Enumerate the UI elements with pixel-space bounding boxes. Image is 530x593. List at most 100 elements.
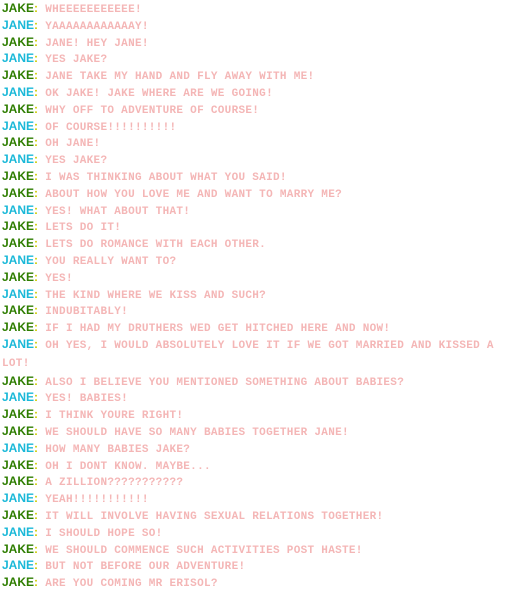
speaker-name: JAKE	[2, 541, 35, 556]
chat-line: JAKE: IF I HAD MY DRUTHERS WED GET HITCH…	[2, 319, 502, 336]
message-text: JANE! HEY JANE!	[45, 37, 149, 50]
message-text: JANE TAKE MY HAND AND FLY AWAY WITH ME!	[45, 71, 315, 84]
speaker-name: JANE	[2, 118, 35, 133]
speaker-colon: :	[34, 320, 39, 335]
message-text: HOW MANY BABIES JAKE?	[45, 443, 191, 456]
speaker-name: JANE	[2, 51, 35, 66]
message-text: ARE YOU COMING MR ERISOL?	[45, 578, 218, 591]
speaker-name: JAKE	[2, 135, 35, 150]
speaker-name: JAKE	[2, 457, 35, 472]
message-text: LETS DO IT!	[45, 222, 122, 235]
chat-line: JAKE: WE SHOULD HAVE SO MANY BABIES TOGE…	[2, 423, 502, 440]
speaker-colon: :	[34, 118, 39, 133]
speaker-name: JAKE	[2, 423, 35, 438]
message-text: INDUBITABLY!	[45, 306, 129, 319]
chat-line: JAKE: OH I DONT KNOW. MAYBE...	[2, 457, 502, 474]
speaker-colon: :	[34, 558, 39, 573]
chat-line: JAKE: I THINK YOURE RIGHT!	[2, 406, 502, 423]
chat-line: JAKE: IT WILL INVOLVE HAVING SEXUAL RELA…	[2, 507, 502, 524]
speaker-name: JAKE	[2, 101, 35, 116]
speaker-colon: :	[34, 269, 39, 284]
message-text: ABOUT HOW YOU LOVE ME AND WANT TO MARRY …	[45, 188, 342, 201]
speaker-colon: :	[34, 219, 39, 234]
speaker-colon: :	[34, 252, 39, 267]
speaker-colon: :	[34, 68, 39, 83]
speaker-name: JAKE	[2, 303, 35, 318]
message-text: I WAS THINKING ABOUT WHAT YOU SAID!	[45, 171, 287, 184]
speaker-name: JAKE	[2, 507, 35, 522]
speaker-name: JANE	[2, 336, 35, 351]
speaker-colon: :	[34, 51, 39, 66]
speaker-name: JANE	[2, 17, 35, 32]
chat-line: JAKE: INDUBITABLY!	[2, 302, 502, 319]
chat-line: JAKE: JANE TAKE MY HAND AND FLY AWAY WIT…	[2, 67, 502, 84]
speaker-colon: :	[34, 474, 39, 489]
speaker-colon: :	[34, 524, 39, 539]
speaker-colon: :	[34, 440, 39, 455]
message-text: I THINK YOURE RIGHT!	[45, 410, 184, 423]
chat-line: JANE: YEAH!!!!!!!!!!!	[2, 490, 502, 507]
message-text: LETS DO ROMANCE WITH EACH OTHER.	[45, 239, 267, 252]
message-text: ALSO I BELIEVE YOU MENTIONED SOMETHING A…	[45, 376, 405, 389]
chat-line: JAKE: I WAS THINKING ABOUT WHAT YOU SAID…	[2, 168, 502, 185]
chat-line: JANE: I SHOULD HOPE SO!	[2, 524, 502, 541]
speaker-colon: :	[34, 286, 39, 301]
speaker-colon: :	[34, 101, 39, 116]
message-text: OK JAKE! JAKE WHERE ARE WE GOING!	[45, 87, 273, 100]
speaker-name: JAKE	[2, 236, 35, 251]
chat-line: JAKE: YES!	[2, 269, 502, 286]
speaker-name: JAKE	[2, 575, 35, 590]
chat-line: JAKE: JANE! HEY JANE!	[2, 34, 502, 51]
message-text: YEAH!!!!!!!!!!!	[45, 494, 149, 507]
message-text: BUT NOT BEFORE OUR ADVENTURE!	[45, 561, 246, 574]
speaker-name: JANE	[2, 440, 35, 455]
message-text: A ZILLION???????????	[45, 477, 184, 490]
speaker-colon: :	[34, 185, 39, 200]
chat-log: JAKE: WHEEEEEEEEEEE!JANE: YAAAAAAAAAAAAY…	[2, 0, 502, 591]
speaker-name: JANE	[2, 252, 35, 267]
speaker-name: JANE	[2, 202, 35, 217]
speaker-name: JANE	[2, 491, 35, 506]
chat-line: JANE: YES JAKE?	[2, 151, 502, 168]
chat-line: JANE: HOW MANY BABIES JAKE?	[2, 440, 502, 457]
chat-line: JANE: YAAAAAAAAAAAAY!	[2, 17, 502, 34]
message-text: YOU REALLY WANT TO?	[45, 255, 177, 268]
chat-line: JAKE: LETS DO ROMANCE WITH EACH OTHER.	[2, 235, 502, 252]
speaker-colon: :	[34, 135, 39, 150]
chat-line: JAKE: LETS DO IT!	[2, 218, 502, 235]
speaker-colon: :	[34, 423, 39, 438]
message-text: IT WILL INVOLVE HAVING SEXUAL RELATIONS …	[45, 510, 384, 523]
speaker-name: JANE	[2, 390, 35, 405]
chat-line: JAKE: ABOUT HOW YOU LOVE ME AND WANT TO …	[2, 185, 502, 202]
speaker-name: JAKE	[2, 373, 35, 388]
chat-line: JANE: OK JAKE! JAKE WHERE ARE WE GOING!	[2, 84, 502, 101]
speaker-name: JAKE	[2, 407, 35, 422]
speaker-colon: :	[34, 84, 39, 99]
speaker-name: JANE	[2, 152, 35, 167]
chat-line: JAKE: OH JANE!	[2, 134, 502, 151]
message-text: YES! BABIES!	[45, 393, 129, 406]
message-text: I SHOULD HOPE SO!	[45, 527, 163, 540]
speaker-name: JANE	[2, 558, 35, 573]
speaker-name: JAKE	[2, 68, 35, 83]
speaker-colon: :	[34, 34, 39, 49]
speaker-colon: :	[34, 303, 39, 318]
speaker-colon: :	[34, 373, 39, 388]
speaker-colon: :	[34, 390, 39, 405]
speaker-colon: :	[34, 541, 39, 556]
speaker-colon: :	[34, 575, 39, 590]
speaker-name: JAKE	[2, 474, 35, 489]
speaker-colon: :	[34, 491, 39, 506]
speaker-colon: :	[34, 202, 39, 217]
chat-line: JAKE: WHEEEEEEEEEEE!	[2, 0, 502, 17]
chat-line: JAKE: WE SHOULD COMMENCE SUCH ACTIVITIES…	[2, 541, 502, 558]
speaker-name: JANE	[2, 524, 35, 539]
message-text: OH I DONT KNOW. MAYBE...	[45, 460, 211, 473]
speaker-name: JAKE	[2, 34, 35, 49]
speaker-name: JAKE	[2, 1, 35, 15]
chat-line: JAKE: ALSO I BELIEVE YOU MENTIONED SOMET…	[2, 373, 502, 390]
message-text: WHY OFF TO ADVENTURE OF COURSE!	[45, 104, 260, 117]
message-text: OF COURSE!!!!!!!!!!	[45, 121, 177, 134]
speaker-name: JAKE	[2, 219, 35, 234]
message-text: YES JAKE?	[45, 54, 108, 67]
